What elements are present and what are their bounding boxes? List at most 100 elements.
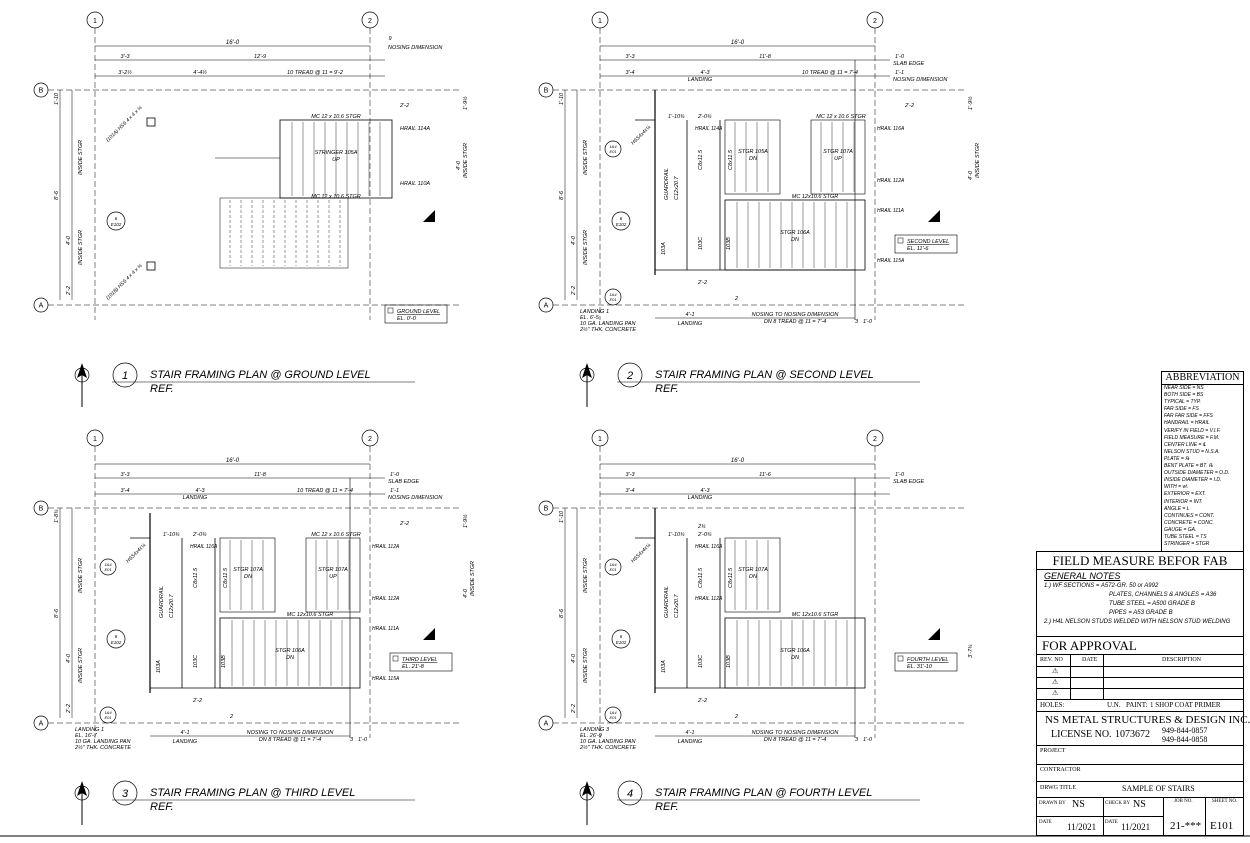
note-1: 1.) WF SECTIONS = A572-GR. 50 or A992 <box>1044 583 1159 589</box>
drawing-label: UP <box>329 574 337 580</box>
section-marker <box>604 706 622 724</box>
drawing-label: LANDING 3 <box>580 727 610 733</box>
drawing-label: 2 <box>229 714 233 720</box>
drawing-label: E102 <box>111 222 122 227</box>
drawing-label: 4'-0 <box>66 235 72 245</box>
drawing-label: 11'-6 <box>759 472 772 478</box>
drawing-label: 2'-2 <box>697 280 707 286</box>
section-marker <box>106 629 126 649</box>
drawing-label: 103A <box>661 660 667 673</box>
view-number-bubble <box>617 780 643 806</box>
drawing-label: 1'-8¾ <box>54 509 60 523</box>
drawing-label: 103B <box>726 237 732 250</box>
drawing-label: DN <box>791 655 799 661</box>
drawing-label: 1 <box>598 18 602 25</box>
drawing-label: C12x20.7 <box>674 594 680 618</box>
drawing-label: 2½" THK. CONCRETE <box>579 744 636 751</box>
level-tag-marker <box>392 655 399 662</box>
drawn-by: NS <box>1072 799 1085 810</box>
drawing-label: 2'-2 <box>571 286 577 296</box>
sheet-no-label: SHEET NO. <box>1212 799 1238 804</box>
view-number-bubble <box>112 780 138 806</box>
drawing-label: 10 TREAD @ 11 = 7'-4 <box>297 488 353 494</box>
general-notes-title: GENERAL NOTES <box>1044 571 1121 581</box>
drawing-label: GROUND LEVEL <box>397 309 440 315</box>
drawing-label: SLAB EDGE <box>893 479 925 485</box>
note-2: 2.) H4L NELSON STUDS WELDED WITH NELSON … <box>1044 619 1231 625</box>
drawing-label: 3'-4 <box>121 488 130 494</box>
drawing-label: 2'-2 <box>571 704 577 714</box>
drawing-label: A <box>39 303 44 310</box>
drawing-label: LANDING <box>688 77 713 83</box>
level-tag <box>384 304 448 324</box>
drawing-label: 2'-0¾ <box>697 114 712 120</box>
drawing-label: STGR 107A <box>318 567 348 573</box>
view-title: STAIR FRAMING PLAN @ FOURTH LEVEL <box>655 787 872 799</box>
drawing-label: E102 <box>616 222 627 227</box>
section-marker <box>611 629 631 649</box>
drawing-label: 1&4 <box>609 144 617 149</box>
drawing-label: 103A <box>156 660 162 673</box>
drawing-label: 1'-0 <box>863 737 873 743</box>
drawing-label: EL. 31'-10 <box>907 664 933 670</box>
drawing-label: EL. 21'-8 <box>402 664 425 670</box>
drawing-label: 2'-2 <box>399 521 409 527</box>
drawing-label: 8'-6 <box>54 608 60 618</box>
drawing-label: 2'-2 <box>399 103 409 109</box>
abbreviation-item: TYPICAL = TYP. <box>1164 399 1201 406</box>
drawing-label: 6 <box>115 216 118 221</box>
lower-flight <box>724 199 866 271</box>
rev-description-header: DESCRIPTION <box>1162 657 1202 663</box>
level-tag-marker <box>897 237 904 244</box>
rev-mark-2: ⚠ <box>1052 678 1059 686</box>
drawing-label: STGR 106A <box>780 648 810 654</box>
view-ref: REF. <box>655 801 679 813</box>
drawing-label: INSIDE STGR <box>78 648 84 683</box>
license-number: 1073672 <box>1115 729 1150 740</box>
drawing-label: UP <box>332 157 340 163</box>
drawing-label: 1&4 <box>104 710 112 715</box>
drawing-label: A <box>544 303 549 310</box>
drawing-label: LANDING <box>173 739 198 745</box>
drawing-label: 3'-4 <box>626 70 635 76</box>
level-tag <box>894 652 958 672</box>
drawing-label: 2½" THK. CONCRETE <box>579 326 636 333</box>
drawing-label: 3'-4 <box>626 488 635 494</box>
phone-2: 949-844-0858 <box>1162 735 1208 744</box>
drawing-label: HRAIL 114A <box>695 126 723 132</box>
drawing-label: 6 <box>620 634 623 639</box>
drawing-label: B <box>39 506 44 513</box>
view-title: STAIR FRAMING PLAN @ THIRD LEVEL <box>150 787 355 799</box>
drawing-label: 11'-8 <box>759 54 772 60</box>
upper-flight-right <box>810 119 866 195</box>
drawing-label: DN 8 TREAD @ 11 = 7'-4 <box>764 319 826 325</box>
phone-1: 949-844-0857 <box>1162 726 1208 735</box>
upper-flight-right <box>305 537 361 613</box>
drawing-label: 2'-0¾ <box>697 532 712 538</box>
drawing-label: 3 <box>350 737 354 743</box>
drawing-label: LANDING <box>183 495 208 501</box>
drawing-label: MC 12x10.6 STGR <box>287 612 333 618</box>
rev-mark-1: ⚠ <box>1052 667 1059 675</box>
lower-flight <box>219 197 349 269</box>
paint-label: PAINT: <box>1126 701 1148 709</box>
drawing-label: DN <box>286 655 294 661</box>
abbreviation-item: WITH = w\ <box>1164 484 1188 491</box>
drawing-label: 1&4 <box>609 562 617 567</box>
drawing-label: HRAIL 111A <box>372 626 400 632</box>
date-1: 11/2021 <box>1067 822 1097 832</box>
abbreviation-item: FAR SIDE = FS <box>1164 406 1199 413</box>
field-measure-banner: FIELD MEASURE BEFOR FAB <box>1052 553 1228 568</box>
drawing-label: E102 <box>616 640 627 645</box>
drawing-label: STGR 106A <box>780 230 810 236</box>
drawing-label: HRAIL 112A <box>372 596 400 602</box>
drawing-label: MC 12 x 10.6 STGR <box>816 114 866 120</box>
drawing-label: MC 12 x 10.6 STGR <box>311 532 361 538</box>
drawing-label: UP <box>834 156 842 162</box>
north-arrow-head <box>582 781 592 796</box>
drawing-label: 1'-10¾ <box>668 114 685 120</box>
drawing-label: INSIDE STGR <box>583 230 589 265</box>
